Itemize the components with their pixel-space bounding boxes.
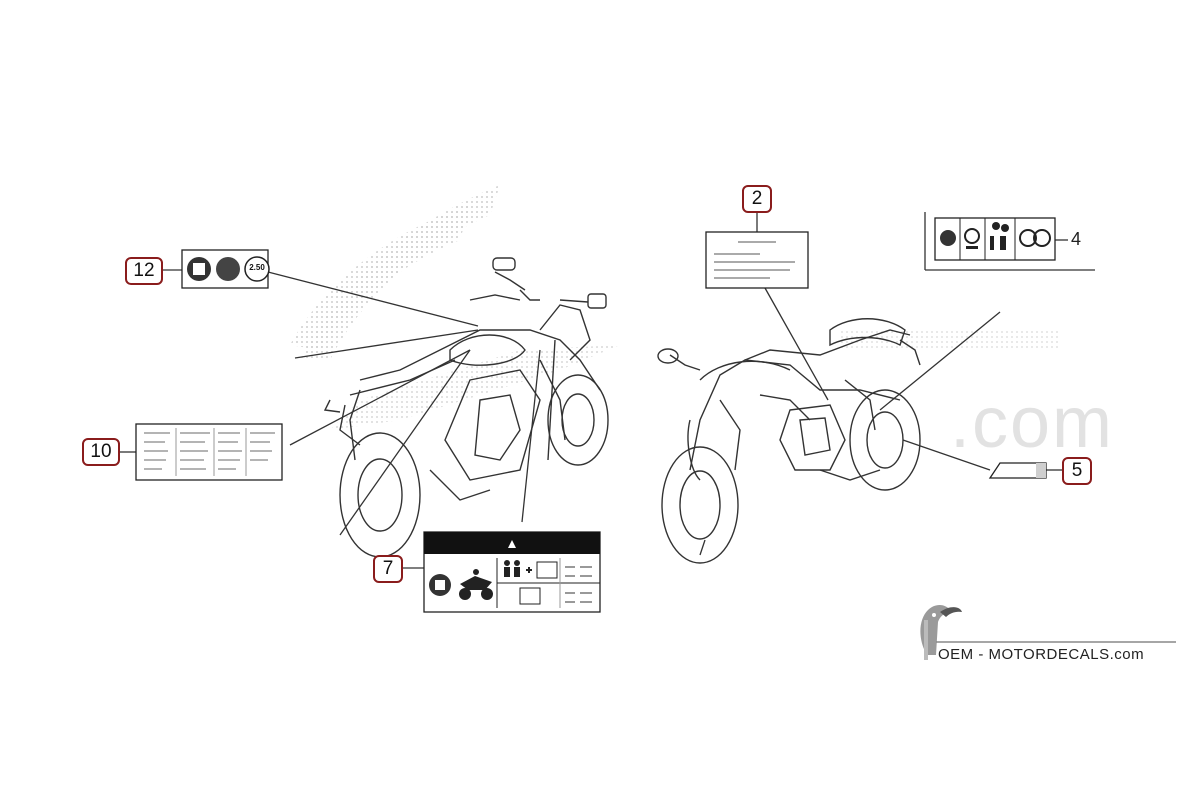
toucan-logo bbox=[920, 604, 1176, 660]
mirror-icon bbox=[1019, 229, 1037, 247]
gear-icon bbox=[216, 257, 240, 281]
callout-5: 5 bbox=[1062, 457, 1092, 485]
callout-2: 2 bbox=[742, 185, 772, 213]
callout-12: 12 bbox=[125, 257, 163, 285]
decal-2 bbox=[705, 231, 809, 289]
helmet-icon bbox=[964, 228, 980, 244]
callout-7: 7 bbox=[373, 555, 403, 583]
callout-10: 10 bbox=[82, 438, 120, 466]
manual-icon bbox=[940, 230, 956, 246]
decal-5 bbox=[988, 462, 1047, 479]
speed-badge bbox=[244, 256, 270, 282]
motorcycle-right bbox=[657, 318, 921, 564]
decal-10 bbox=[135, 423, 283, 481]
decal-7 bbox=[423, 531, 601, 613]
motorcycle-left bbox=[323, 257, 609, 558]
callout-4: 4 bbox=[1071, 229, 1082, 249]
speed-badge-label: 2.50 bbox=[249, 263, 265, 272]
decal-4 bbox=[934, 217, 1056, 261]
leader-lines bbox=[120, 211, 1095, 569]
decal-12 bbox=[181, 249, 270, 289]
watermark-text: .com bbox=[950, 383, 1115, 463]
brand-name: OEM - MOTORDECALS.com bbox=[938, 646, 1145, 663]
